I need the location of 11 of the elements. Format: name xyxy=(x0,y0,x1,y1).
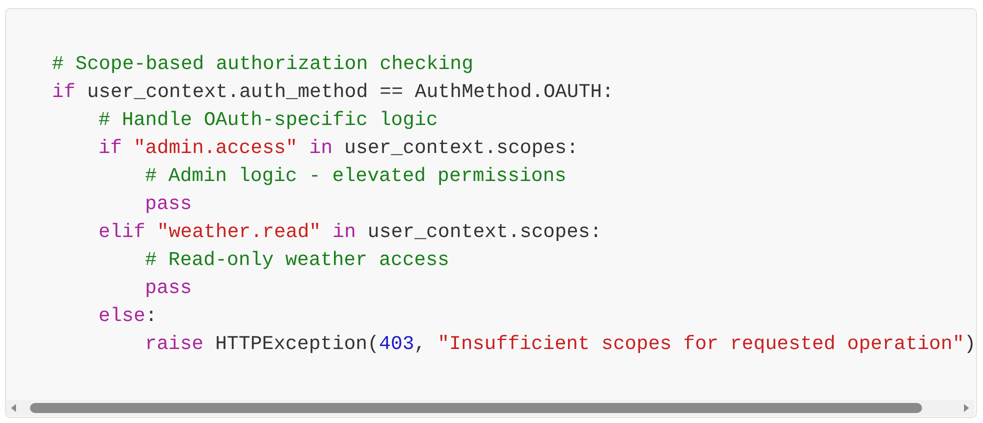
code-comment: # Handle OAuth-specific logic xyxy=(98,108,438,132)
code-line: if "admin.access" in user_context.scopes: xyxy=(98,136,578,160)
code-line: pass xyxy=(145,192,192,216)
code-comment: # Admin logic - elevated permissions xyxy=(145,164,566,188)
code-comment: # Scope-based authorization checking xyxy=(52,52,474,76)
code-line: if user_context.auth_method == AuthMethod.OAUTH: xyxy=(52,80,614,104)
code-line: raise HTTPException(403, "Insufficient scopes for requested operation") xyxy=(145,332,976,356)
code-comment: # Read-only weather access xyxy=(145,248,450,272)
code-line: elif "weather.read" in user_context.scopes: xyxy=(98,220,602,244)
code-line: pass xyxy=(145,276,192,300)
code-line: else: xyxy=(98,304,158,328)
